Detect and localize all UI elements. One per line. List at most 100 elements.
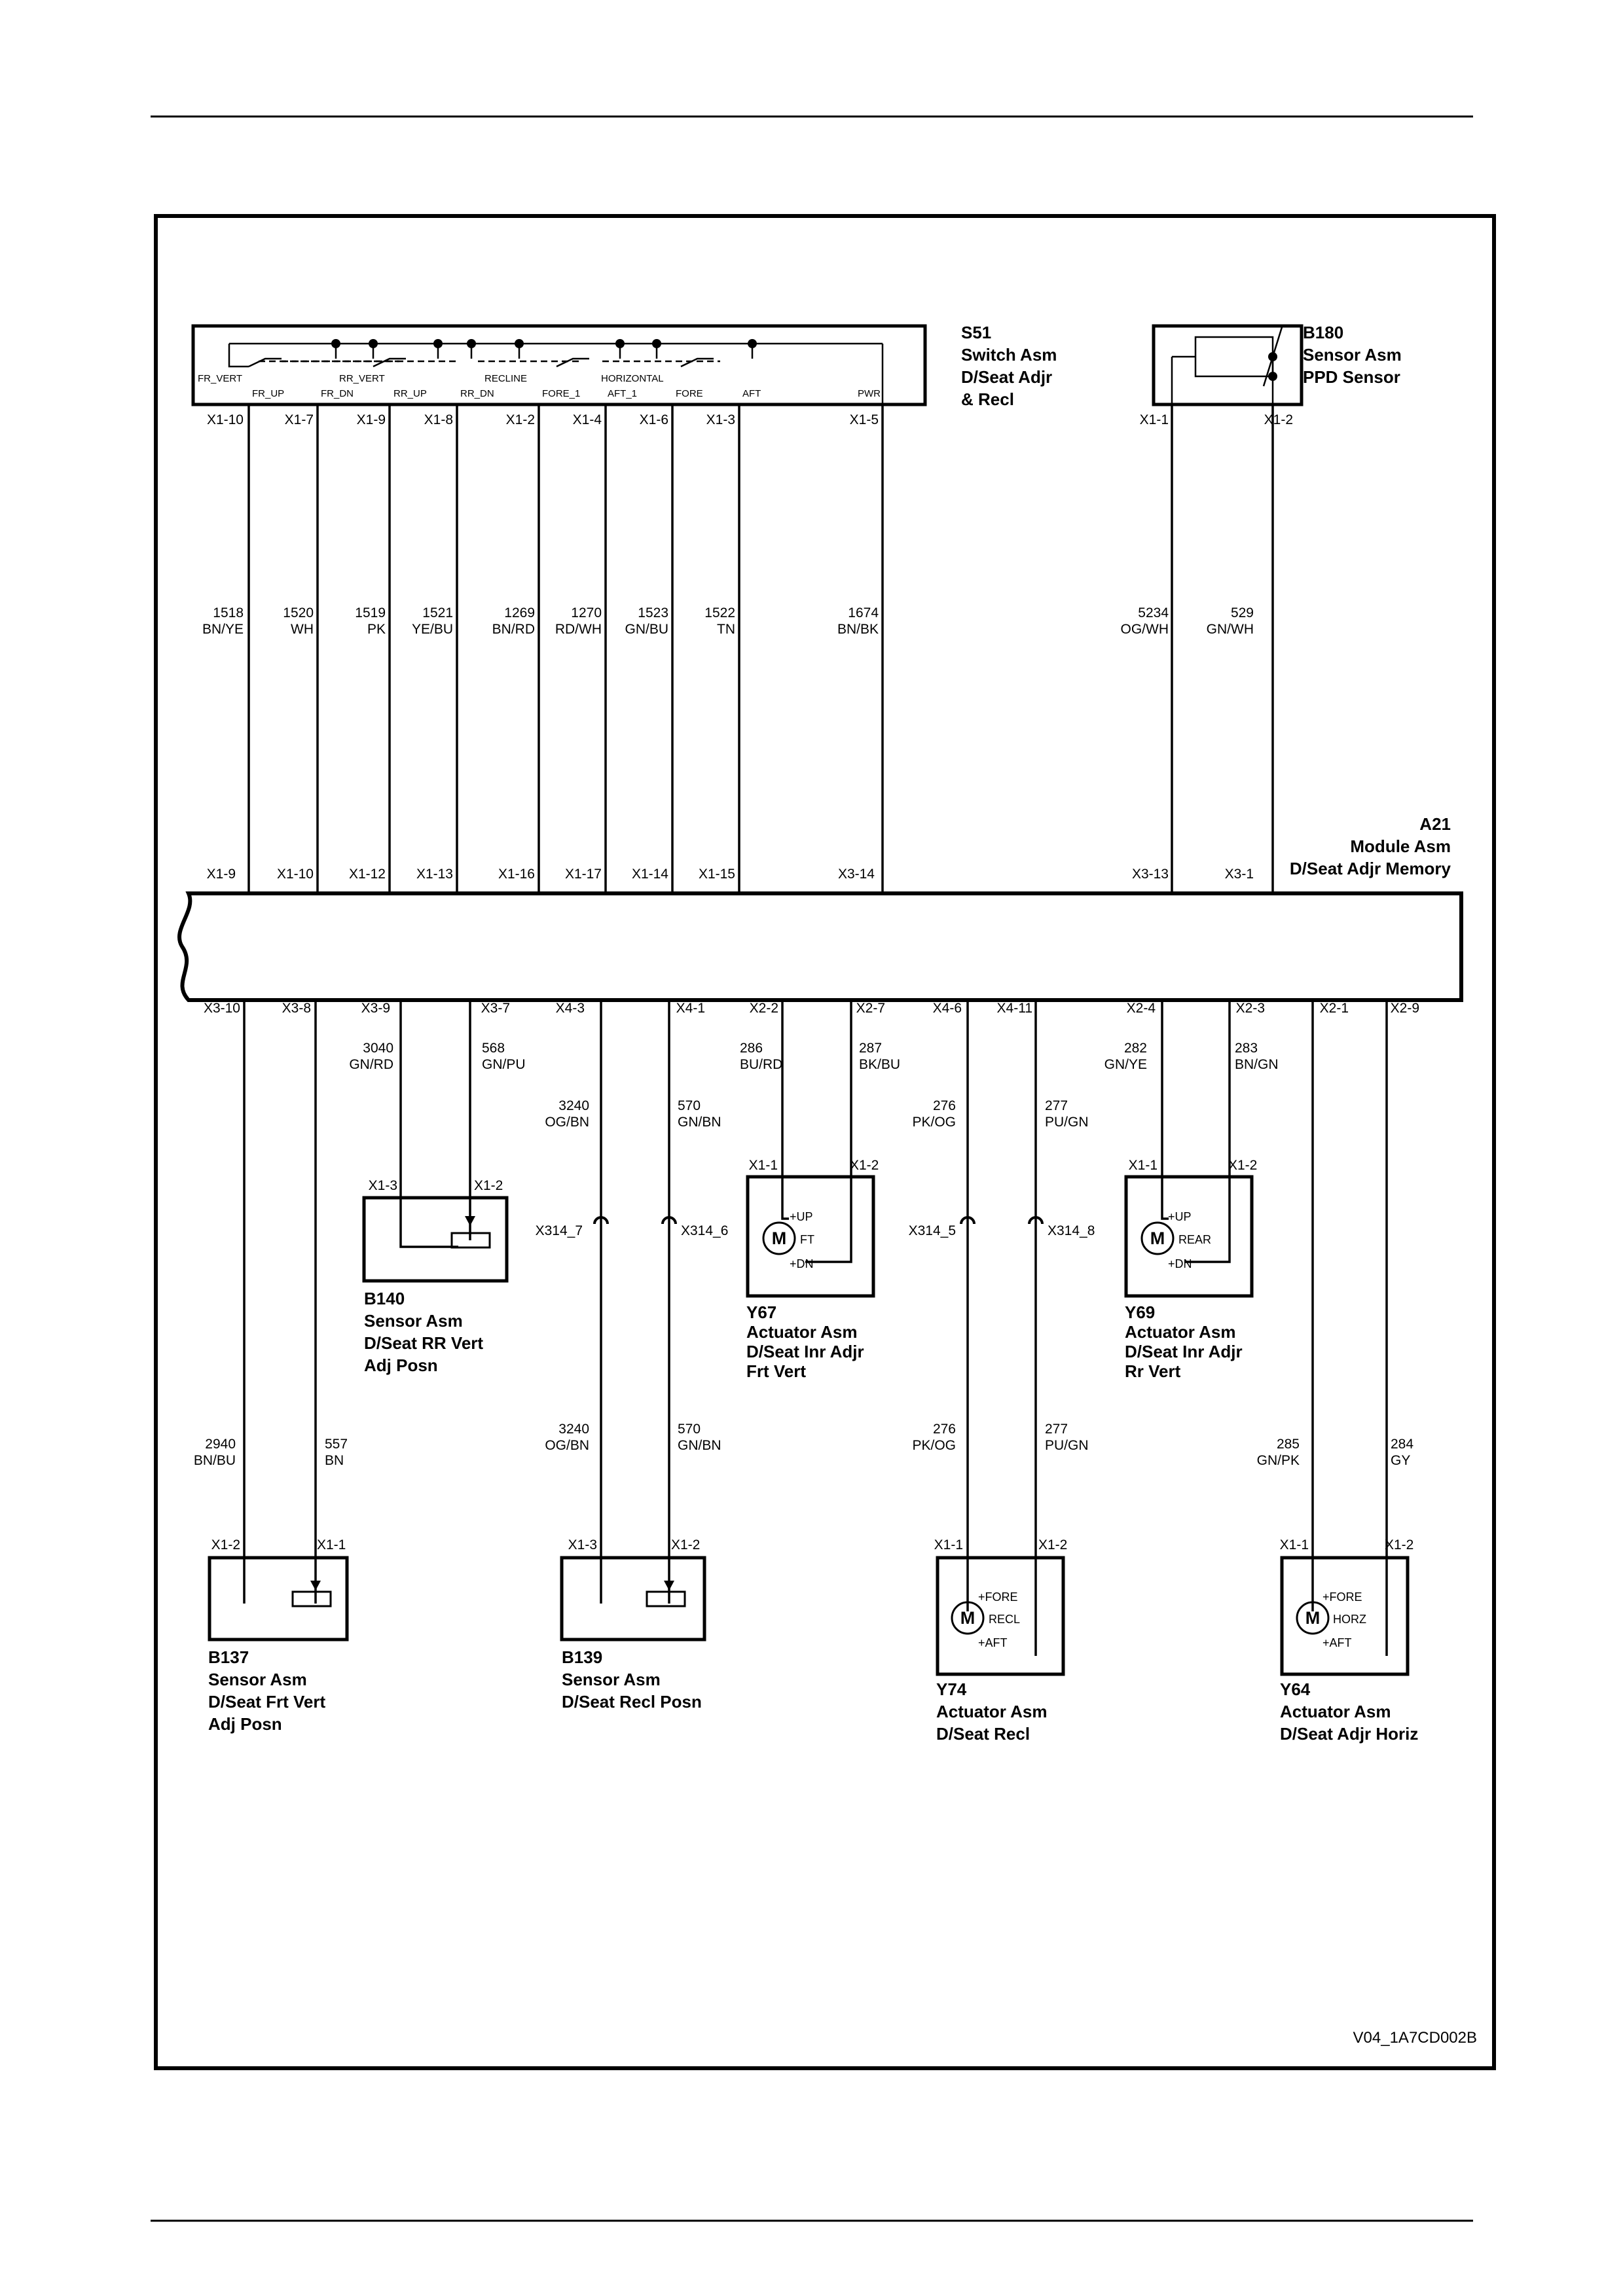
wire-number: 287	[859, 1041, 882, 1056]
b139-label-line2: Sensor Asm	[562, 1670, 661, 1689]
s51-label: S51 Switch Asm D/Seat Adjr & Recl	[961, 323, 1057, 409]
pin-label: X1-15	[699, 867, 735, 882]
y67-motor	[762, 1221, 796, 1255]
pin-label: X3-10	[204, 1001, 240, 1016]
wire-number: 1674	[848, 605, 879, 620]
wire-color: BN/BK	[837, 622, 879, 637]
y74-plus-label: +FORE	[978, 1590, 1018, 1604]
y67-dir-label: FT	[800, 1233, 814, 1246]
switch-label: FORE_1	[542, 388, 580, 399]
pin-label: X1-1	[749, 1158, 778, 1173]
pin-label: X4-6	[933, 1001, 962, 1016]
wire-number: 1523	[638, 605, 668, 620]
pin-label: X1-5	[850, 412, 879, 427]
wire-number: 570	[678, 1422, 701, 1437]
splice-label: X314_5	[909, 1223, 956, 1238]
b137-label-line3: D/Seat Frt Vert	[208, 1692, 326, 1712]
pin-label: X1-2	[506, 412, 535, 427]
wire-color: OG/BN	[545, 1115, 589, 1130]
y67-label-line3: D/Seat Inr Adjr	[746, 1342, 864, 1361]
wire-color: BU/RD	[740, 1057, 782, 1072]
s51-switch-box	[191, 324, 927, 406]
b139-label-line3: D/Seat Recl Posn	[562, 1692, 702, 1712]
wire-number: 285	[1277, 1437, 1300, 1452]
wire-number: 282	[1124, 1041, 1147, 1056]
pin-label: X1-1	[1140, 412, 1169, 427]
b137-label-line4: Adj Posn	[208, 1714, 282, 1734]
pin-label: X4-1	[676, 1001, 705, 1016]
y74-label-line3: D/Seat Recl	[936, 1724, 1030, 1744]
b140-label-line3: D/Seat RR Vert	[364, 1333, 483, 1353]
wire-color: BK/BU	[859, 1057, 900, 1072]
upper-wire-labels: 1518 BN/YE 1520 WH 1519 PK 1521 YE/BU 12…	[202, 605, 1254, 637]
junction-dots	[310, 339, 1277, 1590]
upper-wires	[247, 404, 1274, 893]
wire-number: 1269	[504, 605, 535, 620]
pin-label: X1-2	[474, 1178, 503, 1193]
wire-number: 2940	[205, 1437, 236, 1452]
wire-number: 286	[740, 1041, 763, 1056]
pin-label: X1-6	[640, 412, 668, 427]
wire-number: 3240	[558, 1422, 589, 1437]
y69-label-line4: Rr Vert	[1125, 1361, 1181, 1381]
lower-wire-labels-3: 2940 BN/BU 557 BN 3240 OG/BN 570 GN/BN 2…	[194, 1422, 1414, 1468]
pin-label: X1-10	[207, 412, 244, 427]
b180-label-line1: B180	[1303, 323, 1343, 342]
y69-dir-label: REAR	[1178, 1233, 1211, 1246]
b180-label: B180 Sensor Asm PPD Sensor	[1303, 323, 1402, 387]
wire-color: PU/GN	[1045, 1438, 1089, 1453]
pin-label: X1-2	[850, 1158, 879, 1173]
wire-color: OG/BN	[545, 1438, 589, 1453]
y67-label-line1: Y67	[746, 1302, 776, 1322]
y74-label-line2: Actuator Asm	[936, 1702, 1048, 1721]
pin-label: X1-3	[706, 412, 735, 427]
pin-label: X1-8	[424, 412, 453, 427]
wire-number: 3040	[363, 1041, 393, 1056]
motor-labels-upper: M +UP FT +DN M +UP REAR +DN	[772, 1210, 1211, 1270]
b140-label: B140 Sensor Asm D/Seat RR Vert Adj Posn	[364, 1289, 483, 1375]
b139-label-line1: B139	[562, 1647, 602, 1667]
pin-label: X1-12	[349, 867, 386, 882]
y69-motor	[1140, 1221, 1175, 1255]
switch-label: FR_DN	[321, 388, 354, 399]
y64-label-line1: Y64	[1280, 1679, 1311, 1699]
pin-label: X1-2	[1264, 412, 1293, 427]
s51-label-line4: & Recl	[961, 389, 1014, 409]
s51-label-line2: Switch Asm	[961, 345, 1057, 365]
switch-label: AFT	[742, 388, 761, 399]
y69-label-line3: D/Seat Inr Adjr	[1125, 1342, 1243, 1361]
wire-number: 1521	[422, 605, 453, 620]
pin-label: X1-2	[671, 1537, 700, 1552]
y64-motor	[1296, 1601, 1330, 1635]
pin-label: X1-16	[498, 867, 535, 882]
wire-color: GN/BN	[678, 1115, 721, 1130]
wire-number: 3240	[558, 1098, 589, 1113]
wire-number: 568	[482, 1041, 505, 1056]
pin-label: X2-3	[1236, 1001, 1265, 1016]
pin-label: X1-9	[357, 412, 386, 427]
wire-color: BN/RD	[492, 622, 535, 637]
pin-label: X1-10	[277, 867, 314, 882]
pin-label: X1-3	[568, 1537, 597, 1552]
pin-label: X1-1	[934, 1537, 963, 1552]
b139-resistor	[646, 1590, 686, 1607]
y74-minus-label: +AFT	[978, 1636, 1008, 1649]
y69-plus-label: +UP	[1168, 1210, 1192, 1223]
a21-label-line2: Module Asm	[1350, 836, 1451, 856]
wire-number: 557	[325, 1437, 348, 1452]
y74-dir-label: RECL	[989, 1613, 1020, 1626]
y67-label-line2: Actuator Asm	[746, 1322, 858, 1342]
b180-label-line2: Sensor Asm	[1303, 345, 1402, 365]
y74-label-line1: Y74	[936, 1679, 967, 1699]
pin-label: X1-2	[1228, 1158, 1257, 1173]
wire-color: PK/OG	[912, 1438, 956, 1453]
s51-pins: X1-10 X1-7 X1-9 X1-8 X1-2 X1-4 X1-6 X1-3…	[207, 412, 1293, 427]
pin-label: X4-3	[556, 1001, 585, 1016]
s51-label-line1: S51	[961, 323, 991, 342]
y69-motor-symbol: M	[1150, 1229, 1165, 1248]
device-pins-lower: X1-2 X1-1 X1-3 X1-2 X1-1 X1-2 X1-1 X1-2	[211, 1537, 1414, 1552]
pin-label: X1-3	[369, 1178, 397, 1193]
pin-label: X1-14	[632, 867, 668, 882]
wire-number: 283	[1235, 1041, 1258, 1056]
pin-label: X3-8	[282, 1001, 311, 1016]
